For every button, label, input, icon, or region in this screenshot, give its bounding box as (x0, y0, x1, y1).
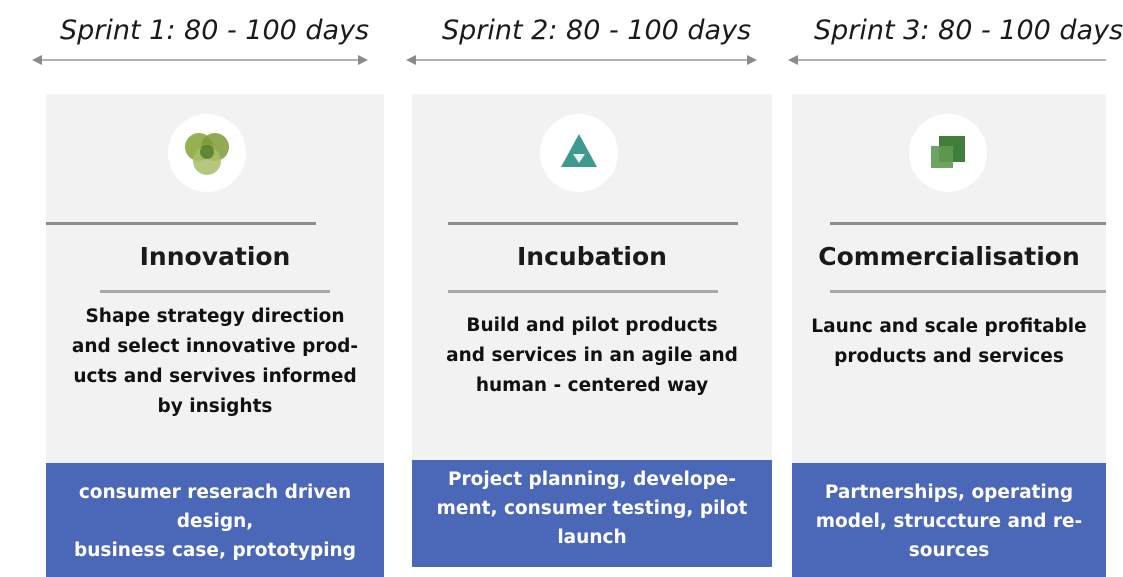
incubation-activities-band: Project planning, develope- ment, consum… (412, 460, 772, 567)
sprint-3-title: Sprint 3: 80 - 100 days (814, 15, 1123, 46)
triangle-icon (561, 134, 597, 167)
innovation-title: Innovation (139, 242, 291, 271)
incubation-bottom-divider (448, 290, 718, 293)
sprint-3-timeline-arrow (788, 55, 1106, 65)
sprint-1-title: Sprint 1: 80 - 100 days (60, 15, 370, 46)
innovation-activities-band: consumer reserach driven design, busines… (46, 463, 384, 577)
incubation-title: Incubation (517, 242, 667, 271)
commercialisation-bottom-divider (830, 290, 1106, 293)
innovation-bottom-divider (100, 290, 330, 293)
commercialisation-card: Commercialisation Launc and scale profit… (792, 94, 1106, 464)
incubation-icon-badge (540, 114, 618, 192)
incubation-top-divider (448, 222, 738, 225)
overlapping-circles-icon (185, 133, 229, 175)
incubation-description: Build and pilot products and services in… (446, 315, 738, 396)
commercialisation-top-divider (830, 222, 1106, 225)
commercialisation-title: Commercialisation (818, 242, 1080, 271)
sprint-1-timeline-arrow (32, 55, 368, 65)
overlapping-squares-icon (931, 136, 965, 168)
commercialisation-activities-band: Partnerships, operating model, strucctur… (792, 463, 1106, 577)
innovation-description: Shape strategy direction and select inno… (71, 306, 359, 417)
incubation-card: Incubation Build and pilot products and … (412, 94, 772, 464)
innovation-top-divider (46, 222, 316, 225)
commercialisation-description: Launc and scale profitable products and … (811, 316, 1087, 367)
commercialisation-icon-badge (909, 114, 987, 192)
sprint-2-title: Sprint 2: 80 - 100 days (442, 15, 752, 46)
innovation-icon-badge (168, 114, 246, 192)
innovation-card: Innovation Shape strategy direction and … (46, 94, 384, 464)
sprint-2-timeline-arrow (406, 55, 757, 65)
